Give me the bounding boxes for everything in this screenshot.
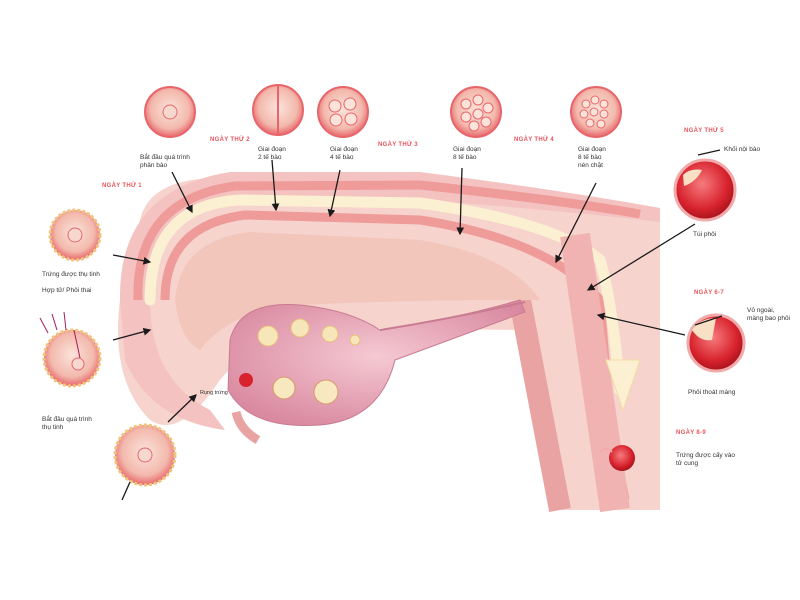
uterine-cavity <box>175 232 540 350</box>
label-day-8-9: NGÀY 8-9 <box>676 430 706 436</box>
label-two-cell: Giai đoạn 2 tế bào <box>258 146 286 161</box>
implanted-embryo <box>599 445 635 471</box>
cell-ovulated-egg <box>113 423 177 487</box>
cell-cleavage <box>144 86 196 138</box>
direction-arrow <box>605 359 641 412</box>
label-zygote: Hợp tử/ Phôi thai <box>42 287 92 294</box>
label-day-5: NGÀY THỨ 5 <box>684 128 724 134</box>
cell-fertilized <box>48 208 102 262</box>
cell-hatching <box>686 313 746 373</box>
label-day-6-7: NGÀY 6-7 <box>694 290 724 296</box>
cell-fertilization-begin <box>39 311 102 388</box>
cell-morula <box>570 86 622 138</box>
label-day-2: NGÀY THỨ 2 <box>210 137 250 143</box>
label-hatching: Phôi thoát màng <box>688 389 736 396</box>
label-ovulation: Rụng trứng <box>200 390 228 396</box>
label-day-1: NGÀY THỨ 1 <box>102 183 142 189</box>
cell-blastocyst <box>673 158 737 222</box>
label-inner-cell-mass: Khối nội bào <box>724 146 761 153</box>
label-outer-layer: Vỏ ngoài, màng bao phôi <box>747 307 791 322</box>
label-blastocyst: Túi phôi <box>693 231 717 238</box>
label-fertilized: Trứng được thụ tinh <box>42 271 100 278</box>
label-morula: Giai đoạn 8 tế bào nén chặt <box>578 146 606 169</box>
pointer-arrows <box>112 149 723 501</box>
label-implantation: Trứng được cấy vào tử cung <box>676 452 735 467</box>
label-four-cell: Giai đoạn 4 tế bào <box>330 146 358 161</box>
label-eight-cell: Giai đoạn 8 tế bào <box>453 146 481 161</box>
cell-four <box>317 86 369 138</box>
cell-eight <box>450 86 502 138</box>
label-fertilization-begin: Bắt đầu quá trình thụ tinh <box>42 416 92 431</box>
ovary <box>227 299 526 444</box>
label-cleavage: Bắt đầu quá trình phân bào <box>140 154 190 169</box>
label-day-4: NGÀY THỨ 4 <box>514 137 554 143</box>
label-day-3: NGÀY THỨ 3 <box>378 142 418 148</box>
cell-two <box>252 84 304 136</box>
